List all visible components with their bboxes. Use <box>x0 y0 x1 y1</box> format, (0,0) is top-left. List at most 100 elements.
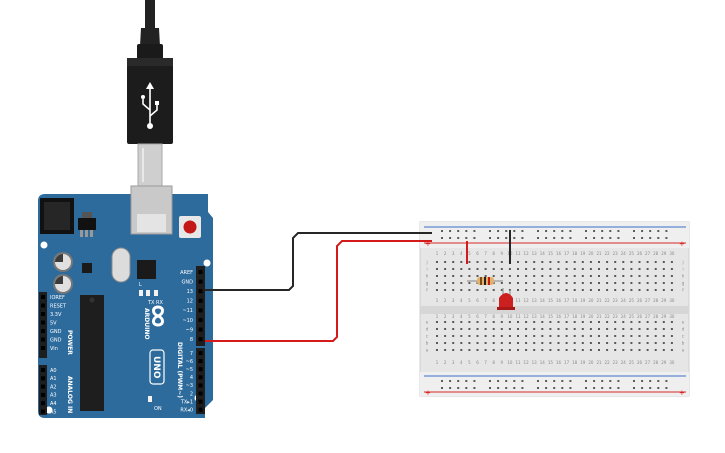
power-pin[interactable] <box>41 312 45 316</box>
analog-pin[interactable] <box>41 401 45 406</box>
digital-label: 2 <box>190 391 193 397</box>
breadboard-holes[interactable] <box>436 230 673 389</box>
digital-pin[interactable] <box>198 367 203 372</box>
digital-title: DIGITAL (PWM~) <box>176 342 183 398</box>
black-wire-gnd[interactable] <box>205 232 432 291</box>
column-label: 20 <box>588 314 594 319</box>
column-label: 23 <box>613 251 619 256</box>
column-label: 2 <box>444 298 447 303</box>
digital-pin[interactable] <box>198 298 203 303</box>
analog-pin[interactable] <box>41 376 45 381</box>
column-label: 13 <box>532 314 538 319</box>
row-letter: e <box>426 320 429 325</box>
analog-pin[interactable] <box>41 409 45 414</box>
column-label: 20 <box>588 298 594 303</box>
usb-cable[interactable] <box>127 0 173 187</box>
digital-header-bottom[interactable] <box>196 348 205 414</box>
analog-label: A4 <box>50 401 57 407</box>
usb-b-port[interactable] <box>130 185 173 235</box>
resistor[interactable] <box>467 277 503 285</box>
digital-pin[interactable] <box>198 375 203 380</box>
power-pin[interactable] <box>41 346 45 350</box>
analog-title: ANALOG IN <box>66 376 73 413</box>
row-letter: a <box>426 348 429 353</box>
dc-power-jack[interactable] <box>40 198 74 234</box>
column-label: 11 <box>515 360 521 365</box>
digital-pin[interactable] <box>198 318 203 322</box>
column-label: 1 <box>436 251 439 256</box>
column-label: 1 <box>436 298 439 303</box>
column-label: 16 <box>556 298 562 303</box>
column-label: 14 <box>540 251 546 256</box>
reset-button[interactable] <box>179 216 201 238</box>
column-label: 28 <box>653 298 659 303</box>
digital-pin[interactable] <box>198 270 203 274</box>
digital-pin[interactable] <box>198 383 203 388</box>
column-label: 15 <box>548 298 554 303</box>
power-header[interactable] <box>39 292 47 358</box>
digital-pin[interactable] <box>198 279 203 284</box>
analog-header[interactable] <box>39 365 47 415</box>
column-label: 24 <box>621 314 627 319</box>
red-wire-pin8[interactable] <box>205 240 432 342</box>
digital-pin[interactable] <box>198 399 203 404</box>
column-label: 5 <box>468 314 471 319</box>
column-label: 17 <box>564 314 570 319</box>
digital-pin[interactable] <box>198 308 203 313</box>
analog-label: A2 <box>50 384 57 390</box>
breadboard[interactable]: 1111222233334444555566667777888899991010… <box>419 221 690 397</box>
row-letter: c <box>426 334 428 339</box>
digital-pin[interactable] <box>198 327 203 332</box>
power-title: POWER <box>66 330 73 355</box>
column-label: 7 <box>484 314 487 319</box>
row-letter: g <box>682 281 685 286</box>
digital-header-top[interactable] <box>196 266 205 346</box>
digital-pin[interactable] <box>198 289 203 294</box>
analog-pin[interactable] <box>41 392 45 397</box>
digital-pin[interactable] <box>198 337 203 342</box>
row-letter: i <box>682 267 683 272</box>
digital-label: ~9 <box>186 327 193 333</box>
column-label: 12 <box>524 360 530 365</box>
digital-label: GND <box>182 279 194 285</box>
digital-label: TX▸1 <box>180 399 193 405</box>
digital-label: 4 <box>190 375 193 381</box>
digital-pin[interactable] <box>198 407 203 412</box>
power-pin[interactable] <box>41 329 45 333</box>
column-label: 26 <box>637 360 643 365</box>
column-label: 7 <box>484 360 487 365</box>
digital-pin[interactable] <box>198 359 203 364</box>
column-label: 23 <box>613 298 619 303</box>
column-label: 6 <box>476 314 479 319</box>
row-letter: j <box>681 260 683 265</box>
column-label: 19 <box>580 314 586 319</box>
arduino-model: UNO <box>151 356 161 379</box>
digital-pin[interactable] <box>198 391 203 396</box>
power-pin[interactable] <box>41 295 45 299</box>
column-label: 14 <box>540 298 546 303</box>
row-letter: j <box>425 260 427 265</box>
analog-pin[interactable] <box>41 384 45 389</box>
digital-pin[interactable] <box>198 351 203 355</box>
power-pin[interactable] <box>41 337 45 342</box>
digital-label: ~6 <box>186 359 193 365</box>
column-label: 10 <box>507 314 513 319</box>
row-letter: h <box>426 274 429 279</box>
arduino-board[interactable]: TX RX L ARDUINO UNO ON IOREFRESET3.3V5VG… <box>38 185 213 418</box>
power-pin[interactable] <box>41 303 45 308</box>
red-led[interactable] <box>497 288 515 310</box>
column-label: 19 <box>580 251 586 256</box>
column-label: 4 <box>460 360 463 365</box>
column-label: 5 <box>468 360 471 365</box>
column-label: 22 <box>605 251 611 256</box>
column-label: 8 <box>492 360 495 365</box>
analog-pin[interactable] <box>41 368 45 372</box>
column-label: 22 <box>605 360 611 365</box>
column-label: 17 <box>564 360 570 365</box>
column-label: 3 <box>452 251 455 256</box>
rail-plus-label: + <box>679 389 685 397</box>
power-pin[interactable] <box>41 320 45 325</box>
column-label: 21 <box>596 314 602 319</box>
column-label: 2 <box>444 360 447 365</box>
